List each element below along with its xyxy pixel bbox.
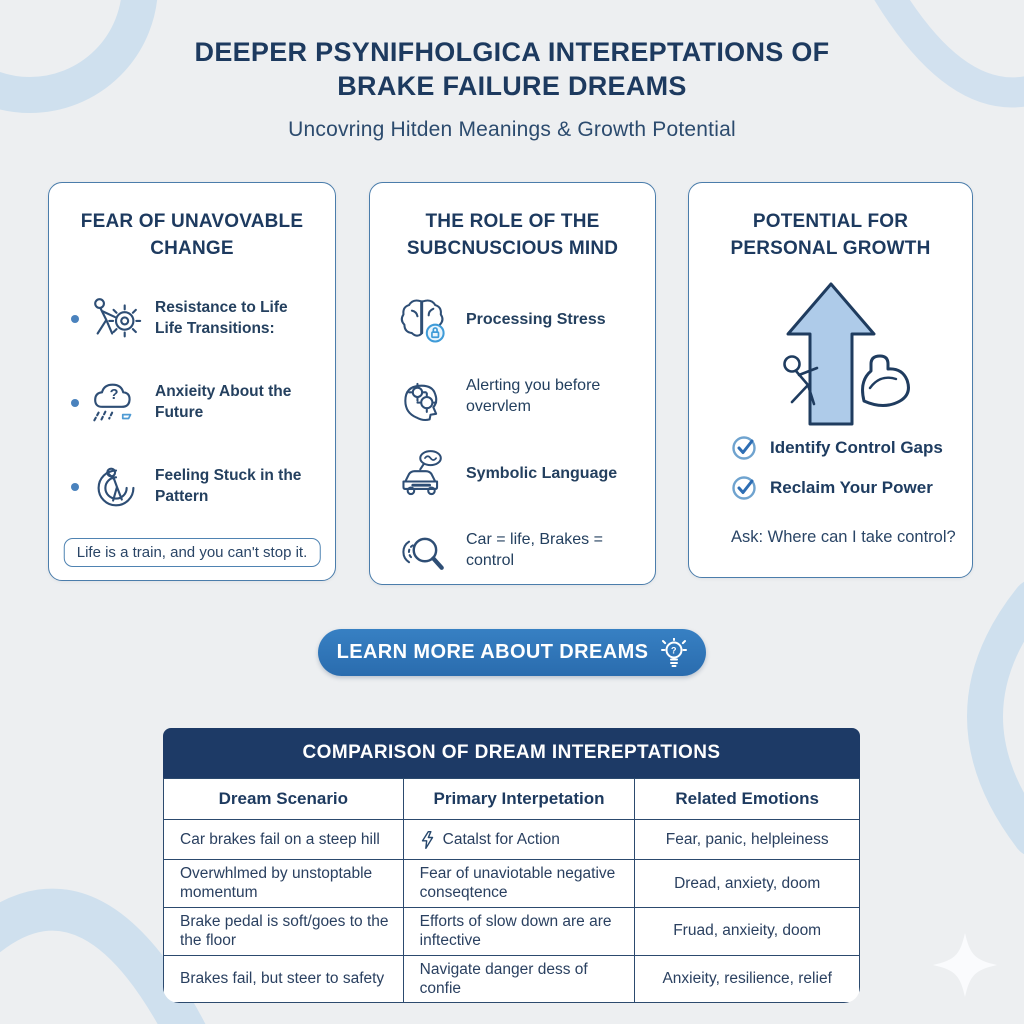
growth-question: Ask: Where can I take control? — [731, 528, 956, 547]
list-item: Resistance to Life Life Transitions: — [63, 290, 335, 348]
card-fear-of-change: FEAR OF UNAVOVABLE CHANGE Resistance to … — [48, 182, 336, 581]
table-title: COMPARISON OF DREAM INTEREPTATIONS — [163, 728, 860, 778]
checklist-label: Identify Control Gaps — [770, 437, 943, 457]
storm-cloud-question-icon: ? — [92, 383, 132, 423]
card-title: FEAR OF UNAVOVABLE CHANGE — [80, 211, 304, 259]
table-row: Brakes fail, but steer to safety Navigat… — [163, 954, 860, 1004]
cell-scenario: Brakes fail, but steer to safety — [163, 954, 404, 1004]
card-item-list: Resistance to Life Life Transitions: ? A… — [49, 290, 335, 516]
check-circle-icon — [732, 436, 756, 460]
card-title: POTENTIAL FOR PERSONAL GROWTH — [730, 211, 931, 259]
checklist-item: Identify Control Gaps — [731, 434, 972, 461]
list-item: Symbolic Language — [396, 446, 655, 502]
list-item-label: Symbolic Language — [466, 464, 618, 482]
cell-emotions: Anxieity, resilience, relief — [634, 954, 860, 1004]
bullet-dot — [71, 483, 79, 492]
table-header-row: Dream Scenario Primary Interpetation Rel… — [163, 778, 860, 820]
cell-interpretation: Catalst for Action — [402, 819, 636, 860]
checklist-label: Reclaim Your Power — [770, 477, 933, 497]
list-item: ? Anxieity About the Future — [63, 374, 335, 432]
magnifier-brake-disc-icon — [402, 537, 444, 571]
list-item: Processing Stress — [396, 292, 655, 348]
page-subtitle: Uncovring Hitden Meanings & Growth Poten… — [288, 117, 736, 141]
growth-graphic — [746, 276, 916, 426]
cell-interpretation: Fear of unaviotable negative conseqtence — [402, 859, 636, 908]
cell-interpretation: Navigate danger dess of confie — [402, 954, 636, 1004]
person-pushing-gear-icon — [94, 298, 142, 338]
list-item: Alerting you before overvlem — [396, 369, 655, 425]
card-title: THE ROLE OF THE SUBCNUSCIOUS MIND — [406, 211, 619, 259]
list-item-label: Feeling Stuck in the Pattern — [155, 467, 302, 506]
cell-scenario: Overwhlmed by unstoptable momentum — [163, 859, 404, 908]
list-item-label: Alerting you before overvlem — [466, 377, 601, 416]
list-item: Car = life, Brakes = control — [396, 523, 655, 579]
table-row: Overwhlmed by unstoptable momentum Fear … — [163, 859, 860, 908]
card-personal-growth: POTENTIAL FOR PERSONAL GROWTH Identify C… — [688, 182, 973, 578]
cell-emotions: Fear, panic, helpleiness — [634, 819, 860, 860]
comparison-table: COMPARISON OF DREAM INTEREPTATIONS Dream… — [163, 728, 860, 1004]
growth-arrow-climber-bicep-icon — [782, 282, 910, 426]
learn-more-button[interactable]: LEARN MORE ABOUT DREAMS ? — [318, 629, 706, 676]
list-item-label: Resistance to Life Life Transitions: — [155, 299, 288, 338]
bullet-dot — [71, 315, 79, 324]
head-gears-icon — [404, 383, 438, 422]
cell-scenario: Car brakes fail on a steep hill — [163, 819, 404, 860]
card-subconscious-mind: THE ROLE OF THE SUBCNUSCIOUS MIND Proces… — [369, 182, 656, 585]
header: DEEPER PSYNIFHOLGICA INTEREPTATIONS OF B… — [0, 36, 1024, 142]
page-title-line2: BRAKE FAILURE DREAMS — [337, 70, 687, 101]
sparkle-icon — [933, 933, 997, 997]
column-header: Dream Scenario — [163, 778, 404, 820]
cell-emotions: Fruad, anxieity, doom — [634, 906, 860, 956]
card-item-list: Processing Stress Alerting you before ov… — [370, 292, 655, 579]
column-header: Related Emotions — [634, 778, 860, 820]
lightning-icon — [421, 830, 433, 849]
list-item-label: Processing Stress — [466, 310, 606, 328]
list-item-label: Car = life, Brakes = control — [466, 531, 603, 570]
svg-text:?: ? — [110, 387, 119, 403]
cell-emotions: Dread, anxiety, doom — [634, 859, 860, 908]
crescent-top-left-icon — [0, 0, 158, 113]
svg-text:?: ? — [671, 645, 677, 655]
checklist: Identify Control Gaps Reclaim Your Power — [689, 434, 972, 501]
quote-box: Life is a train, and you can't stop it. — [63, 538, 321, 567]
checklist-item: Reclaim Your Power — [731, 474, 972, 501]
list-item: Feeling Stuck in the Pattern — [63, 458, 335, 516]
person-stuck-spiral-icon — [97, 467, 135, 507]
page-title-line1: DEEPER PSYNIFHOLGICA INTEREPTATIONS OF — [194, 37, 830, 67]
lightbulb-icon: ? — [661, 637, 688, 667]
cell-scenario: Brake pedal is soft/goes to the the floo… — [163, 906, 404, 956]
bullet-dot — [71, 399, 79, 408]
learn-more-label: LEARN MORE ABOUT DREAMS — [336, 641, 649, 663]
table-row: Car brakes fail on a steep hill Catalst … — [163, 819, 860, 860]
list-item-label: Anxieity About the Future — [155, 383, 292, 422]
car-speech-bubble-icon — [402, 450, 442, 496]
crescent-top-right-icon — [874, 0, 1024, 108]
brain-lock-icon — [400, 299, 445, 343]
cell-interpretation: Efforts of slow down are are inftective — [402, 906, 636, 956]
column-header: Primary Interpetation — [402, 778, 636, 820]
table-row: Brake pedal is soft/goes to the the floo… — [163, 906, 860, 956]
check-circle-icon — [732, 476, 756, 500]
crescent-right-icon — [967, 581, 1024, 855]
